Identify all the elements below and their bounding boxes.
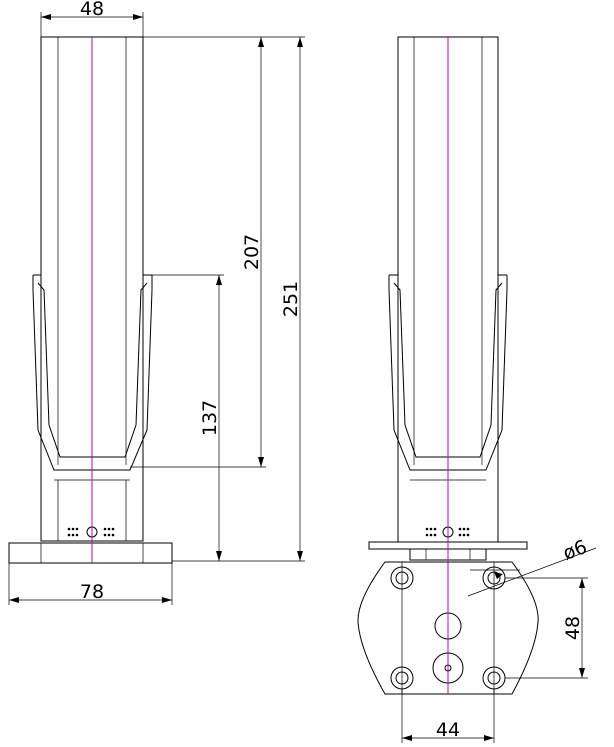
front-vent-dots-left xyxy=(425,527,437,537)
dim-hole-spacing-horizontal-label: 44 xyxy=(436,719,460,741)
dim-base-width: 78 xyxy=(8,563,173,605)
dim-base-width-label: 78 xyxy=(80,581,104,603)
mount-hole-top-left xyxy=(390,566,414,590)
dim-hole-spacing-vertical-label: 48 xyxy=(562,616,584,640)
dim-137-label: 137 xyxy=(199,400,221,436)
dim-251: 251 xyxy=(172,36,305,562)
dim-hole-diameter-label: ø6 xyxy=(560,536,590,565)
front-view: ø6 48 44 xyxy=(357,36,597,743)
base-mount-outline xyxy=(357,561,539,695)
dim-hole-spacing-vertical: 48 xyxy=(505,577,588,679)
front-vent-dots-right xyxy=(458,527,470,537)
dim-207: 207 xyxy=(130,36,266,468)
dim-top-width-label: 48 xyxy=(80,0,104,20)
dim-hole-spacing-horizontal: 44 xyxy=(401,689,495,743)
vent-dots-right xyxy=(103,527,115,537)
dim-207-label: 207 xyxy=(241,234,263,270)
base-plate xyxy=(8,542,173,564)
dim-top-width: 48 xyxy=(40,0,144,37)
side-view: 48 78 207 251 xyxy=(8,0,305,605)
dim-137: 137 xyxy=(152,274,224,561)
vent-dots-left xyxy=(67,527,79,537)
dim-251-label: 251 xyxy=(280,281,302,317)
